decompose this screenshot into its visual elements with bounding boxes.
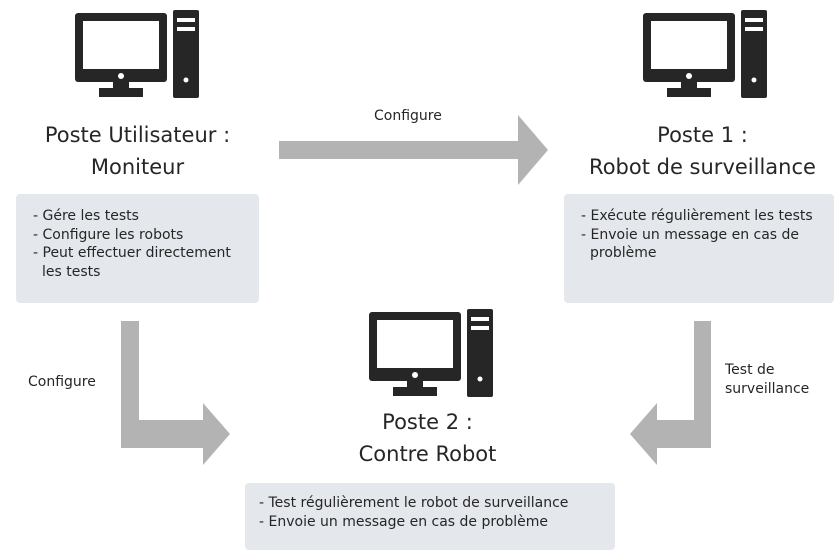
arrow-user-to-post2	[121, 321, 230, 465]
user-title-line2: Moniteur	[90, 155, 185, 179]
arrow-post1-to-post2	[630, 321, 711, 465]
desktop-computer-icon	[75, 10, 199, 98]
post2-title-line1: Poste 2 :	[382, 410, 473, 434]
list-item: - Exécute régulièrement les tests	[581, 208, 813, 224]
edge-label-right: Test de surveillance	[725, 361, 809, 399]
post2-title-line2: Contre Robot	[358, 442, 497, 466]
post1-title-line1: Poste 1 :	[657, 123, 748, 147]
user-node-title: Poste Utilisateur : Moniteur	[10, 119, 265, 183]
user-tasks-box: - Gére les tests - Configure les robots …	[16, 194, 259, 303]
edge-label-right-line2: surveillance	[725, 381, 810, 397]
arrow-user-to-post1	[279, 115, 548, 185]
list-item: - Configure les robots	[33, 226, 184, 243]
list-item-continuation: problème	[590, 245, 657, 261]
list-item: les tests	[33, 263, 259, 282]
edge-label-top: Configure	[374, 108, 442, 124]
desktop-computer-icon	[643, 10, 767, 98]
desktop-computer-icon	[369, 309, 493, 397]
list-item: - Gére les tests	[33, 208, 139, 224]
post1-tasks-list: - Exécute régulièrement les tests - Envo…	[581, 207, 834, 263]
edge-label-left: Configure	[28, 374, 96, 390]
post1-tasks-box: - Exécute régulièrement les tests - Envo…	[564, 194, 834, 303]
list-item: problème	[581, 244, 834, 263]
user-title-line1: Poste Utilisateur :	[44, 123, 231, 147]
post2-node-title: Poste 2 : Contre Robot	[300, 406, 555, 470]
post1-title-line2: Robot de surveillance	[589, 155, 816, 179]
post2-tasks-list: - Test régulièrement le robot de surveil…	[259, 494, 615, 531]
post2-tasks-box: - Test régulièrement le robot de surveil…	[245, 483, 615, 550]
list-item: - Envoie un message en cas de	[581, 226, 800, 243]
list-item: - Peut effectuer directement	[33, 245, 231, 261]
user-tasks-list: - Gére les tests - Configure les robots …	[33, 207, 259, 281]
edge-label-right-line1: Test de	[725, 362, 775, 378]
post1-node-title: Poste 1 : Robot de surveillance	[575, 119, 830, 183]
list-item: - Envoie un message en cas de problème	[259, 513, 549, 530]
list-item-continuation: les tests	[42, 263, 101, 280]
list-item: - Test régulièrement le robot de surveil…	[259, 495, 569, 511]
